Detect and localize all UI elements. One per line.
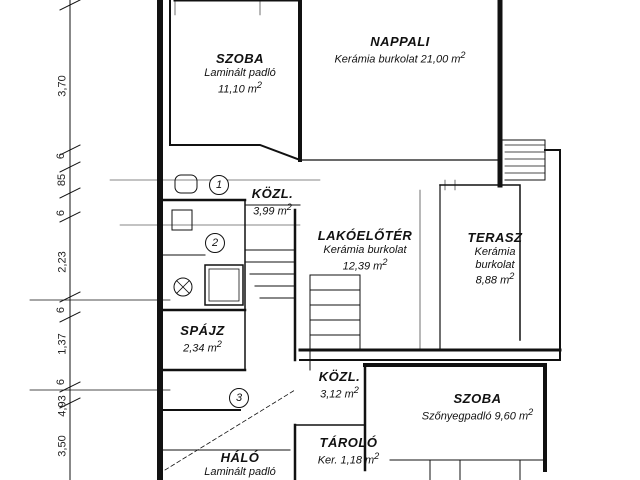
room-name: SZOBA xyxy=(453,391,502,406)
room-area: 12,39 m2 xyxy=(342,256,388,273)
wc-fixture xyxy=(174,174,198,194)
sink-fixture xyxy=(171,209,193,231)
dimension-label: 3,70 xyxy=(56,75,69,97)
room-kozl-2: KÖZL. 3,12 m2 xyxy=(312,369,367,401)
room-floor-area: Kerámia burkolat 21,00 m2 xyxy=(334,49,466,66)
room-area: 2,34 m2 xyxy=(183,338,222,355)
room-name: SZOBA xyxy=(216,51,264,66)
room-area: 11,10 m2 xyxy=(217,79,263,96)
room-floor: Laminált padló xyxy=(204,465,276,478)
room-marker: 2 xyxy=(205,233,225,253)
room-szoba-2: SZOBA Szőnyegpadló 9,60 m2 xyxy=(405,391,550,423)
room-szoba-1: SZOBA Laminált padló 11,10 m2 xyxy=(185,51,295,96)
dimension-label: 6 xyxy=(55,306,68,314)
dimension-label: 6 xyxy=(55,152,68,160)
room-tarolo: TÁROLÓ Ker. 1,18 m2 xyxy=(306,435,391,467)
drain-fixture xyxy=(173,277,193,297)
room-name: TERASZ xyxy=(467,230,523,245)
room-name: KÖZL. xyxy=(318,369,361,384)
room-spajz: SPÁJZ 2,34 m2 xyxy=(170,323,235,355)
dimension-label: 3,50 xyxy=(56,435,69,457)
room-floor-area: Ker. 1,18 m2 xyxy=(317,450,380,467)
room-lakoeloter: LAKÓELŐTÉR Kerámia burkolat 12,39 m2 xyxy=(315,228,415,273)
dimension-label: 85 xyxy=(56,173,69,187)
room-name: SPÁJZ xyxy=(180,323,225,338)
room-area: 3,99 m2 xyxy=(253,201,292,218)
room-halo: HÁLÓ Laminált padló xyxy=(185,450,295,479)
room-floor: burkolat xyxy=(475,258,515,271)
room-area: 3,12 m2 xyxy=(320,384,359,401)
dimension-label: 6 xyxy=(55,209,68,217)
room-name: NAPPALI xyxy=(370,34,430,49)
dimension-label: 2,23 xyxy=(56,251,69,273)
room-floor: Kerámia xyxy=(474,245,516,258)
dimension-label: 1,37 xyxy=(56,333,69,355)
dimension-label: 4,93 xyxy=(56,395,69,417)
shower-fixture xyxy=(204,264,244,306)
room-nappali: NAPPALI Kerámia burkolat 21,00 m2 xyxy=(315,34,485,66)
room-name: TÁROLÓ xyxy=(319,435,378,450)
room-kozl-1: KÖZL. 3,99 m2 xyxy=(245,186,300,218)
dimension-label: 6 xyxy=(55,378,68,386)
room-marker: 1 xyxy=(209,175,229,195)
room-marker: 3 xyxy=(229,388,249,408)
room-name: HÁLÓ xyxy=(220,450,260,465)
room-name: LAKÓELŐTÉR xyxy=(317,228,413,243)
room-area: 8,88 m2 xyxy=(475,271,515,287)
room-floor: Laminált padló xyxy=(204,66,276,79)
room-name: KÖZL. xyxy=(251,186,294,201)
room-floor: Kerámia burkolat xyxy=(323,243,407,256)
room-floor-area: Szőnyegpadló 9,60 m2 xyxy=(421,406,534,423)
room-terasz: TERASZ Kerámia burkolat 8,88 m2 xyxy=(455,230,535,288)
